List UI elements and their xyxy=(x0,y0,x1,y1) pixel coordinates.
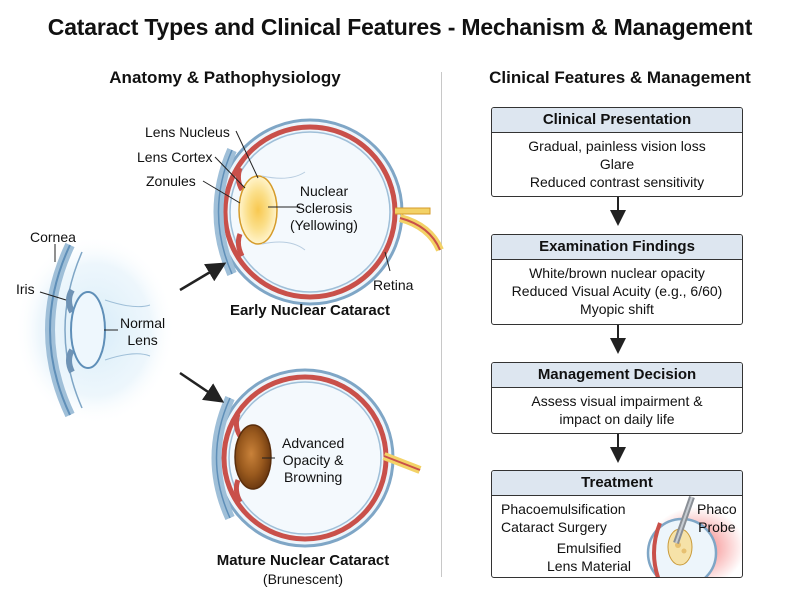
normal-eye xyxy=(15,235,175,425)
label-emulsified-material: Emulsified Lens Material xyxy=(547,540,632,574)
decision-line: Assess visual impairment & xyxy=(531,393,703,409)
page-title: Cataract Types and Clinical Features - M… xyxy=(47,14,753,40)
presentation-line: Reduced contrast sensitivity xyxy=(529,174,705,190)
examination-findings-title: Examination Findings xyxy=(492,235,742,260)
presentation-line: Glare xyxy=(599,156,635,172)
mature-cataract-eye xyxy=(211,368,422,548)
label-leaders xyxy=(39,130,651,524)
decision-line: impact on daily life xyxy=(559,411,675,427)
label-nuclear-sclerosis: Nuclear Sclerosis (Yellowing) xyxy=(290,183,358,233)
label-lens-cortex: Lens Cortex xyxy=(137,149,213,165)
panel-divider xyxy=(441,72,442,577)
finding-line: White/brown nuclear opacity xyxy=(529,265,705,281)
label-phaco-probe: Phaco Probe xyxy=(697,501,737,535)
clinical-heading: Clinical Features & Management xyxy=(489,68,751,87)
examination-findings-box: Examination Findings White/brown nuclear… xyxy=(491,234,743,325)
label-retina: Retina xyxy=(373,277,414,293)
management-decision-title: Management Decision xyxy=(492,363,742,388)
presentation-line: Gradual, painless vision loss xyxy=(528,138,706,154)
label-normal-lens: Normal Lens xyxy=(120,315,166,348)
label-zonules: Zonules xyxy=(146,173,196,189)
phaco-illustration xyxy=(646,496,742,577)
clinical-presentation-box: Clinical Presentation Gradual, painless … xyxy=(491,107,743,197)
early-cataract-caption: Early Nuclear Cataract xyxy=(229,302,391,319)
finding-line: Reduced Visual Acuity (e.g., 6/60) xyxy=(511,283,723,299)
mature-cataract-subcaption: (Brunescent) xyxy=(262,571,344,587)
label-cornea: Cornea xyxy=(30,229,76,245)
progression-arrow-mature xyxy=(179,371,225,403)
mature-cataract-caption: Mature Nuclear Cataract xyxy=(216,552,390,569)
label-lens-nucleus: Lens Nucleus xyxy=(145,124,230,140)
clinical-presentation-title: Clinical Presentation xyxy=(492,108,742,133)
finding-line: Myopic shift xyxy=(580,301,654,317)
anatomy-heading: Anatomy & Pathophysiology xyxy=(109,68,341,87)
treatment-procedure: Phacoemulsification Cataract Surgery xyxy=(501,501,626,535)
early-cataract-eye xyxy=(213,118,444,306)
management-decision-box: Management Decision Assess visual impair… xyxy=(491,362,743,434)
treatment-title: Treatment xyxy=(492,471,742,496)
label-iris: Iris xyxy=(16,281,35,297)
progression-arrow-early xyxy=(179,262,227,292)
label-advanced-opacity: Advanced Opacity & Browning xyxy=(282,435,345,485)
treatment-box: Treatment Phacoemulsification Cataract S… xyxy=(491,470,743,578)
